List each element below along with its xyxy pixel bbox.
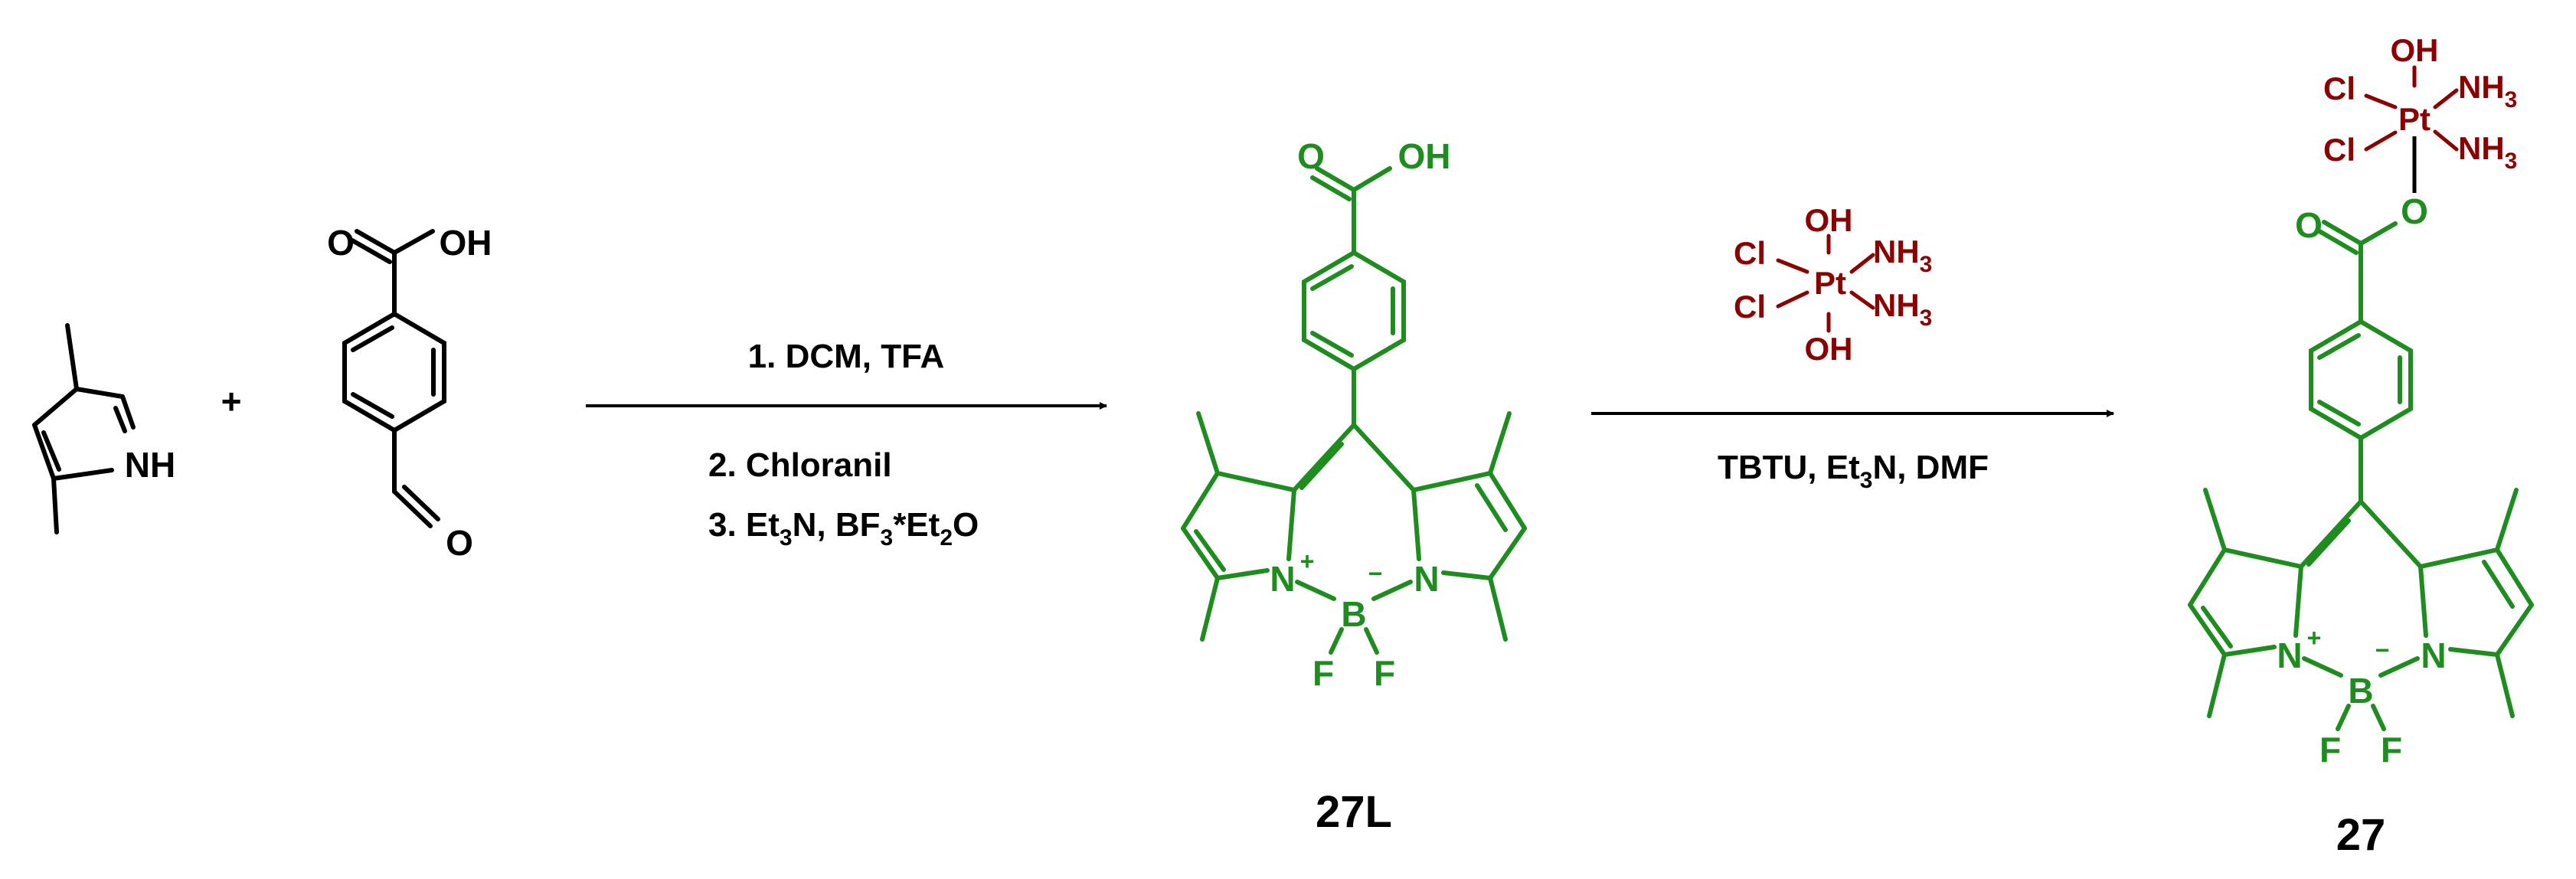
- bodipy27L-carbonyl-o: O: [1297, 136, 1325, 176]
- plus-sign: +: [221, 381, 242, 421]
- pt-reagent-oh-bottom: OH: [1805, 331, 1853, 367]
- pt-axial-unit: OH Cl Cl Pt NH3 NH3: [2323, 32, 2517, 174]
- pt-reagent-cl-bottom: Cl: [1734, 289, 1766, 325]
- compound-label-27: 27: [2336, 810, 2386, 860]
- pt27-nh3-top: NH3: [2458, 69, 2517, 113]
- pt27-nh3-bottom: NH3: [2458, 130, 2517, 174]
- bodipy27L-n-right: N: [1414, 559, 1439, 599]
- acid-oh-label: OH: [440, 223, 492, 263]
- compound-label-27L: 27L: [1316, 787, 1392, 837]
- pt-reagent-nh3-top: NH3: [1873, 234, 1932, 277]
- bodipy27L-f-left: F: [1313, 653, 1334, 693]
- bodipy27L-minus: −: [1368, 560, 1383, 587]
- bodipy27-minus: −: [2375, 636, 2390, 664]
- pt-reagent-cl-top: Cl: [1734, 235, 1766, 271]
- reaction1-step3: 3. Et3N, BF3*Et2O: [708, 506, 979, 551]
- bodipy27L-plus: +: [1300, 547, 1315, 575]
- bodipy27L-boron: B: [1341, 594, 1366, 634]
- bodipy-pt-27: O O N + N B − F F: [2188, 191, 2534, 770]
- bodipy27-boron: B: [2348, 671, 2373, 711]
- bodipy27-f-left: F: [2319, 730, 2341, 770]
- bodipy27L-n-left: N: [1270, 559, 1295, 599]
- bodipy27L-oh: OH: [1398, 136, 1451, 176]
- bodipy27-n-left: N: [2277, 636, 2302, 675]
- bodipy27-ester-o: O: [2401, 191, 2428, 231]
- reaction2-conditions: TBTU, Et3N, DMF: [1718, 449, 1989, 493]
- pt27-oh-top: OH: [2391, 32, 2439, 68]
- pt-reagent-pt: Pt: [1814, 265, 1846, 301]
- bodipy27L-f-right: F: [1374, 653, 1395, 693]
- pt-reagent-nh3-bottom: NH3: [1873, 287, 1932, 331]
- pyrrole-nh-label: NH: [125, 445, 175, 485]
- pt27-cl-top: Cl: [2323, 70, 2355, 106]
- dimethylpyrrole: NH: [32, 323, 175, 534]
- reaction1-step2: 2. Chloranil: [708, 446, 892, 484]
- pt-reagent-oh-top: OH: [1805, 202, 1853, 238]
- bodipy27-plus: +: [2307, 624, 2322, 652]
- bodipy27-carbonyl-o: O: [2295, 205, 2323, 245]
- platinum-reagent: OH Cl Cl Pt NH3 NH3 OH: [1734, 202, 1932, 367]
- pt27-cl-bottom: Cl: [2323, 132, 2355, 168]
- reaction1-step1: 1. DCM, TFA: [748, 338, 945, 375]
- aldehyde-o-label: O: [446, 523, 473, 563]
- bodipy27-n-right: N: [2421, 636, 2446, 675]
- bodipy27-f-right: F: [2381, 730, 2402, 770]
- acid-carbonyl-o-label: O: [327, 223, 355, 263]
- formylbenzoic-acid: O OH O: [327, 223, 492, 563]
- pt27-pt: Pt: [2398, 101, 2431, 137]
- bodipy-acid-27L: O OH N + N B − F F: [1181, 136, 1527, 693]
